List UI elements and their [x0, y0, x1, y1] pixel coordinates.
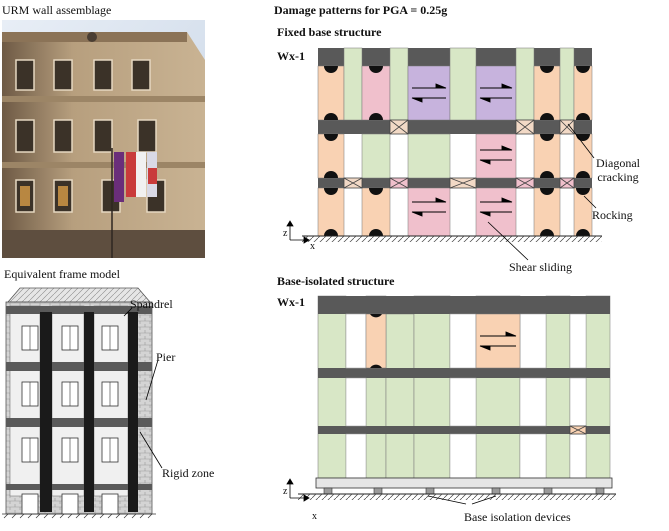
shear-sliding-label: Shear sliding [509, 260, 572, 274]
fixed-axis-x: x [310, 241, 315, 252]
isolated-title: Base-isolated structure [277, 274, 395, 288]
rocking-label: Rocking [592, 208, 633, 222]
model-title: Equivalent frame model [4, 267, 120, 281]
base-isolation-label: Base isolation devices [464, 510, 571, 524]
isolated-axis-x: x [312, 511, 317, 522]
equivalent-frame-model [2, 287, 163, 519]
photo-title: URM wall assemblage [2, 3, 112, 17]
spandrel-label: Spandrel [130, 297, 173, 311]
pier-label: Pier [156, 350, 176, 364]
isolated-wall-id: Wx-1 [277, 295, 305, 309]
fixed-axis-z: z [283, 228, 288, 239]
building-photo [2, 20, 205, 258]
diagonal-cracking-label: Diagonal cracking [596, 156, 640, 184]
damage-heading: Damage patterns for PGA = 0.25g [274, 3, 448, 17]
isolated-axis-z: z [283, 486, 288, 497]
diagonal-cracking-text: Diagonal cracking [596, 156, 640, 184]
base-isolated-wall [286, 295, 616, 505]
fixed-title: Fixed base structure [277, 25, 382, 39]
fixed-wall-id: Wx-1 [277, 49, 305, 63]
fixed-base-wall [286, 47, 602, 261]
rigid-zone-label: Rigid zone [162, 466, 215, 480]
